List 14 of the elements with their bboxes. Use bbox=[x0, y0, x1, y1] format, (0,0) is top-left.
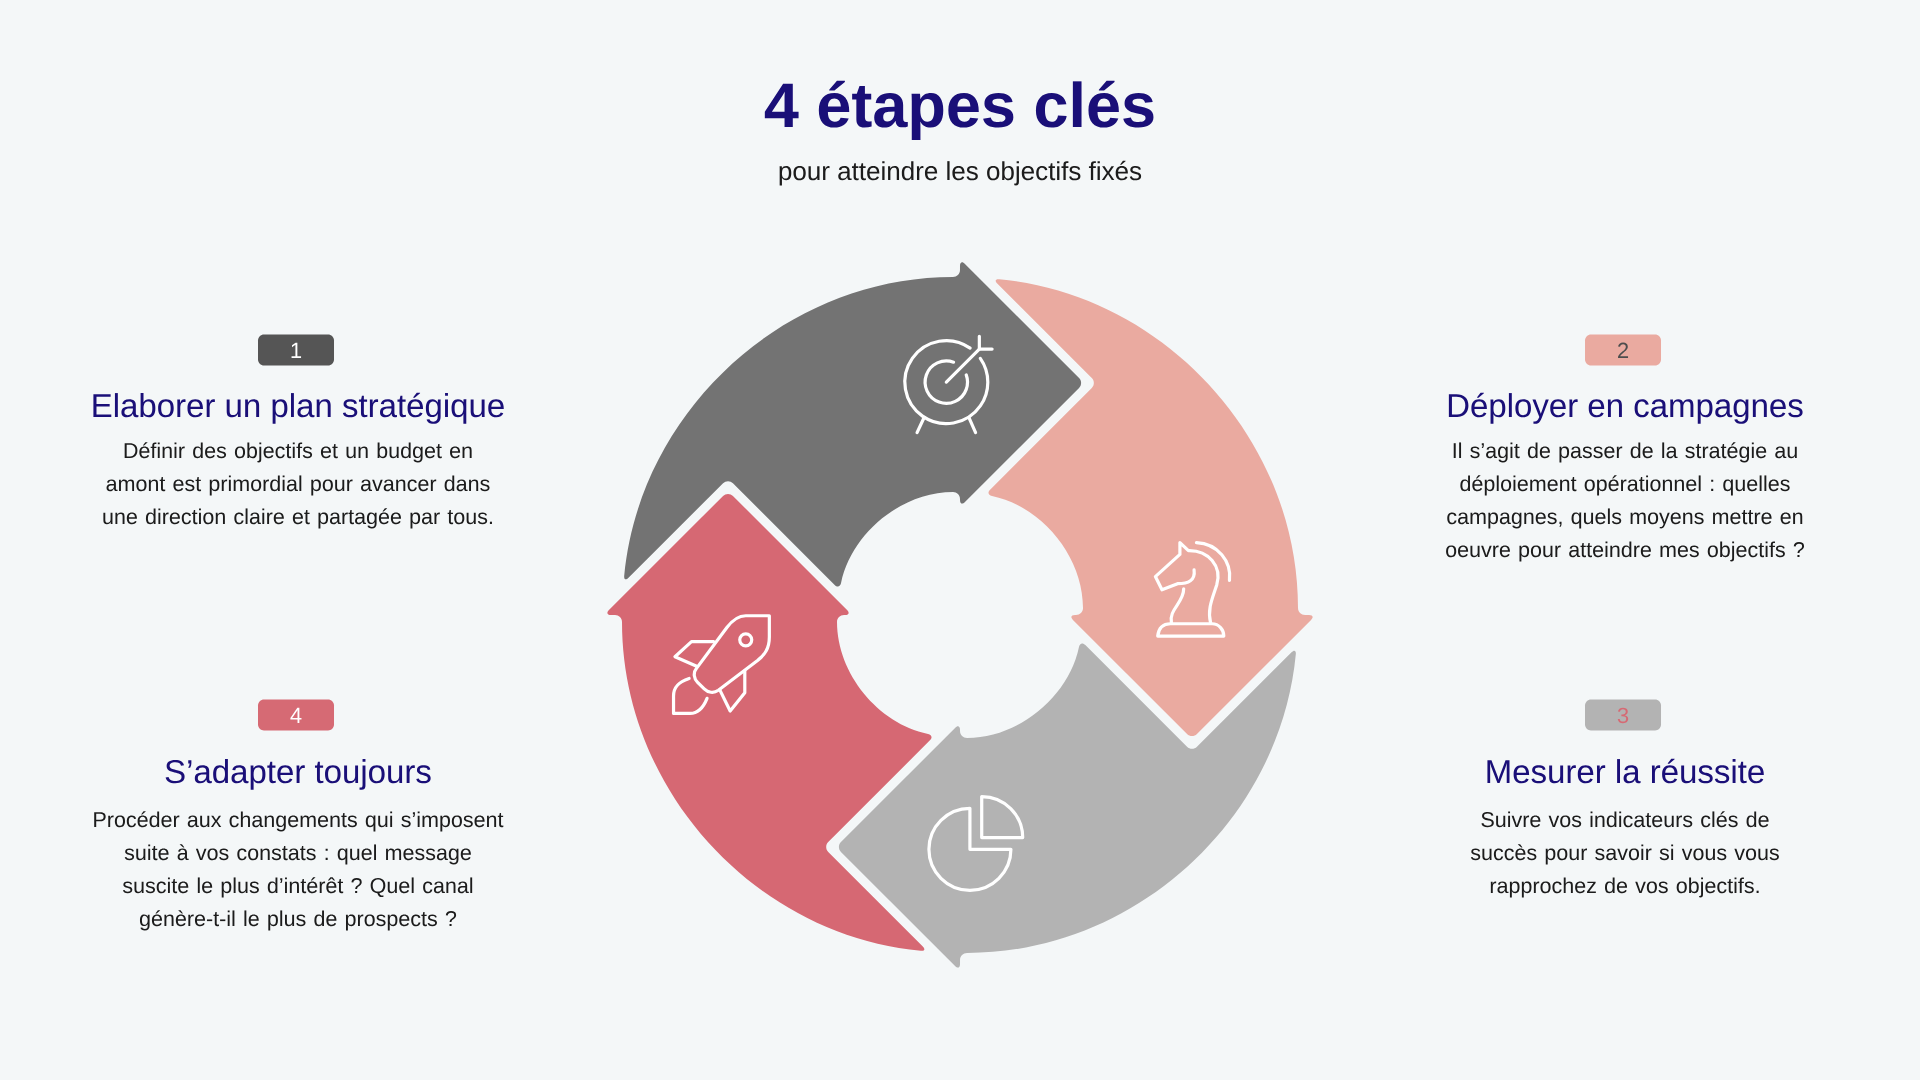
step-heading: Elaborer un plan stratégique bbox=[93, 392, 504, 424]
number-badge: 4 bbox=[258, 699, 334, 731]
step-description: Il s’agit de passer de la stratégie au déploiement opérationnel : quelles campagnes, quels moyens mettre en oeuvre pour atteindre mes objectifs ? bbox=[1446, 442, 1804, 562]
step-heading: Mesurer la réussite bbox=[1487, 758, 1764, 784]
subtitle: pour atteindre les objectifs fixés bbox=[779, 160, 1142, 186]
step-description: Procéder aux changements qui s’imposent suite à vos constats : quel message suscite le plus d’intérêt ? Quel canal génère-t-il le plus de prospects ? bbox=[94, 811, 504, 931]
step-description: Définir des objectifs et un budget en amont est primordial pour avancer dans une direction claire et partagée par tous. bbox=[103, 442, 492, 529]
number-badge: 3 bbox=[1585, 699, 1661, 731]
step-description: Suivre vos indicateurs clés de succès pour savoir si vous vous rapprochez de vos objectifs. bbox=[1470, 811, 1779, 898]
number-badge: 2 bbox=[1585, 334, 1661, 366]
step-heading: Déployer en campagnes bbox=[1448, 392, 1803, 424]
step-heading: S’adapter toujours bbox=[165, 759, 431, 790]
title: 4 étapes clés bbox=[764, 80, 1154, 141]
number-badge: 1 bbox=[258, 334, 334, 366]
